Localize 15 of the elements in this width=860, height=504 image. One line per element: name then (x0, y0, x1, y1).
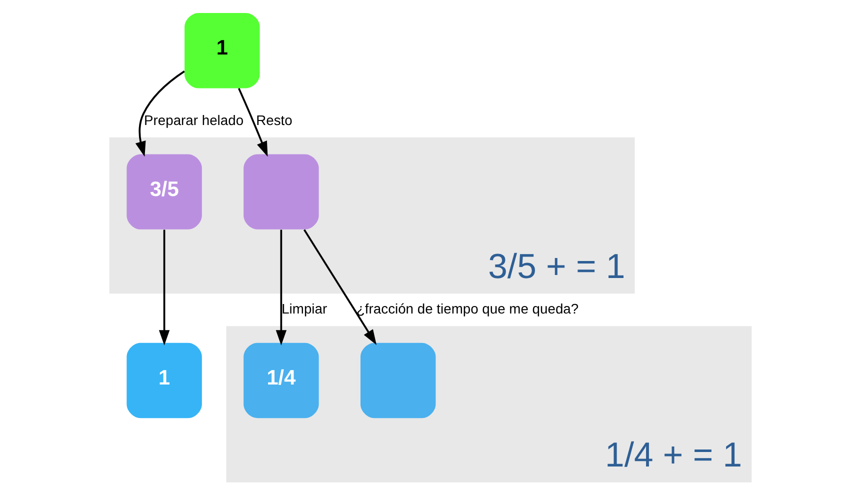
node-box (360, 342, 436, 418)
edge-label: Limpiar (281, 300, 327, 316)
arrow (303, 229, 376, 345)
arrow (237, 88, 268, 157)
node-box: 1/4 (243, 342, 318, 418)
edge-label: Preparar helado (144, 112, 244, 128)
arrow (275, 230, 286, 346)
arrow (134, 70, 184, 157)
arrow (158, 230, 170, 346)
edge-label: Resto (256, 112, 292, 128)
node-box: 3/5 (126, 154, 202, 230)
node-box (243, 154, 318, 230)
node-box: 1 (184, 13, 260, 88)
edge-label: ¿fracción de tiempo que me queda? (356, 300, 578, 316)
node-box: 1 (126, 342, 202, 418)
